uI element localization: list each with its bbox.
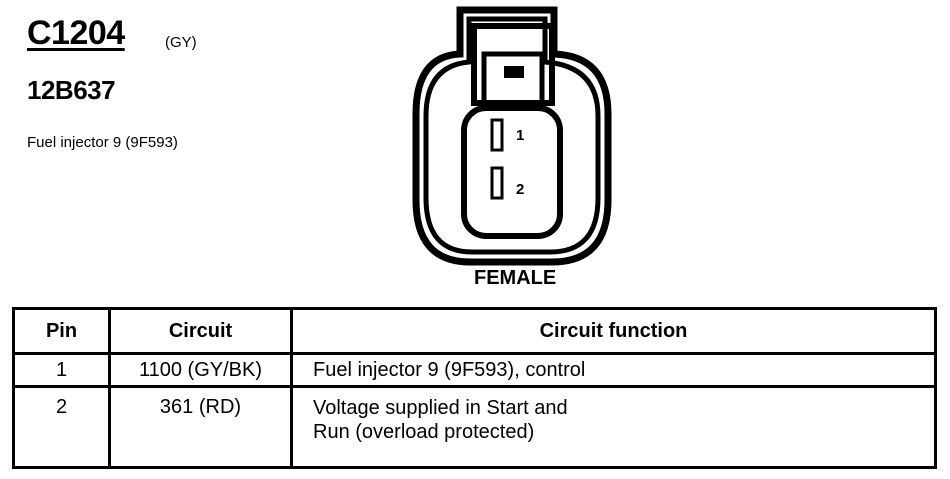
row-function: Voltage supplied in Start and Run (overl… bbox=[290, 385, 937, 469]
pin-label-1: 1 bbox=[516, 127, 524, 144]
row-circuit: 361 (RD) bbox=[108, 385, 293, 469]
terminal-slot-2 bbox=[490, 166, 504, 200]
part-number: 12B637 bbox=[27, 75, 116, 105]
connector-face-diagram: 1 2 bbox=[412, 6, 612, 266]
table-header-row: Pin Circuit Circuit function bbox=[12, 307, 937, 355]
row-pin: 1 bbox=[12, 352, 111, 388]
locking-tab-notch bbox=[504, 66, 524, 78]
table-row: 2 361 (RD) Voltage supplied in Start and… bbox=[12, 385, 937, 469]
function-line: Fuel injector 9 (9F593), control bbox=[313, 359, 586, 381]
terminal-cavity bbox=[461, 105, 563, 239]
header-circuit: Circuit bbox=[108, 307, 293, 355]
connector-gender: FEMALE bbox=[474, 267, 557, 289]
row-circuit: 1100 (GY/BK) bbox=[108, 352, 293, 388]
table-row: 1 1100 (GY/BK) Fuel injector 9 (9F593), … bbox=[12, 352, 937, 388]
pin-label-2: 2 bbox=[516, 181, 524, 198]
function-line: Voltage supplied in Start and bbox=[313, 397, 568, 419]
connector-description: Fuel injector 9 (9F593) bbox=[27, 134, 178, 151]
row-pin: 2 bbox=[12, 385, 111, 469]
connector-code: C1204 bbox=[27, 14, 125, 52]
function-line: Run (overload protected) bbox=[313, 421, 535, 443]
row-function: Fuel injector 9 (9F593), control bbox=[290, 352, 937, 388]
header-pin: Pin bbox=[12, 307, 111, 355]
terminal-slot-1 bbox=[490, 118, 504, 152]
connector-inner-shell bbox=[423, 16, 601, 255]
header-function: Circuit function bbox=[290, 307, 937, 355]
locking-tab-inner bbox=[481, 51, 545, 106]
connector-color: (GY) bbox=[165, 34, 197, 51]
pinout-table: Pin Circuit Circuit function 1 1100 (GY/… bbox=[12, 307, 937, 469]
connector-outer-shell bbox=[412, 6, 612, 266]
